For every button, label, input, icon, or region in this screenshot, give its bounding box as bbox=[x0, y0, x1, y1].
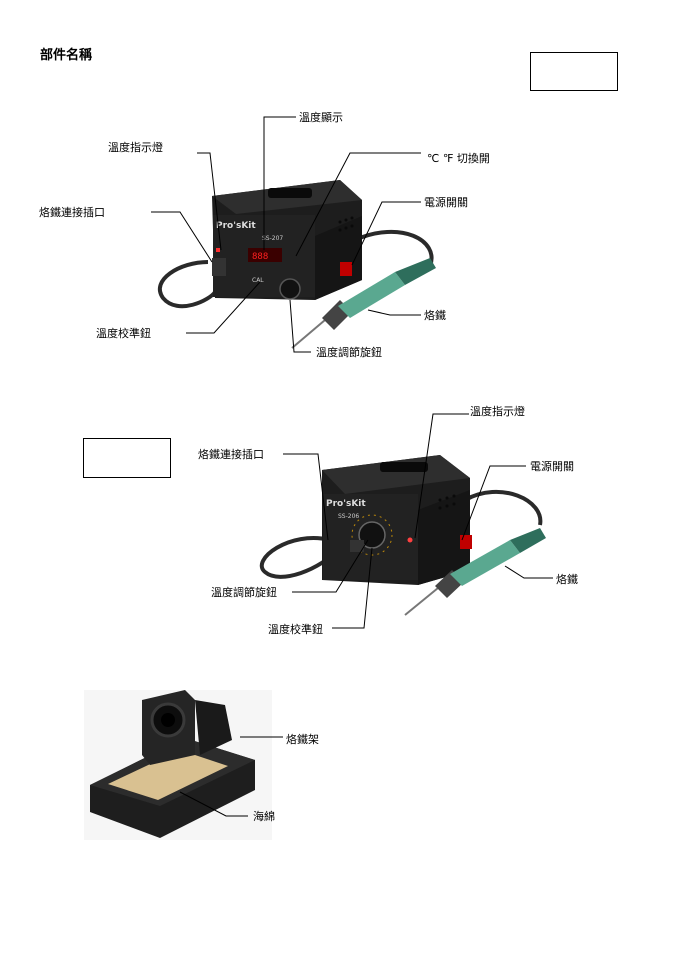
label-temp-adjust-1: 溫度調節旋鈕 bbox=[316, 346, 382, 359]
iron1 bbox=[291, 258, 436, 349]
label-iron-socket-1: 烙鐵連接插口 bbox=[39, 206, 105, 219]
label-temp-adjust-2: 溫度調節旋鈕 bbox=[211, 586, 277, 599]
station2-brand: Pro'sKit bbox=[326, 499, 366, 509]
label-soldering-iron-2: 烙鐵 bbox=[556, 573, 578, 586]
label-power-switch-2: 電源開關 bbox=[530, 460, 574, 473]
iron2 bbox=[404, 528, 546, 616]
station1-cal-label: CAL bbox=[252, 277, 264, 284]
label-cf-switch: ℃ ℉ 切換開 bbox=[427, 152, 490, 165]
label-soldering-iron-1: 烙鐵 bbox=[424, 309, 446, 322]
page-heading: 部件名稱 bbox=[40, 48, 93, 63]
station1-power-switch[interactable] bbox=[340, 262, 352, 276]
label-temp-display: 溫度顯示 bbox=[299, 111, 343, 124]
sponge bbox=[108, 750, 228, 800]
svg-text:888: 888 bbox=[252, 252, 268, 262]
station2-model: SS-206 bbox=[338, 513, 359, 520]
station1-model: SS-207 bbox=[262, 235, 283, 242]
label-iron-stand: 烙鐵架 bbox=[286, 733, 319, 746]
label-calibration-2: 溫度校準鈕 bbox=[268, 623, 323, 636]
station1-temp-knob[interactable] bbox=[279, 278, 301, 300]
label-temp-indicator-1: 溫度指示燈 bbox=[108, 141, 163, 154]
label-iron-socket-2: 烙鐵連接插口 bbox=[198, 448, 264, 461]
iron-stand-unit bbox=[90, 690, 255, 838]
label-temp-indicator-2: 溫度指示燈 bbox=[470, 405, 525, 418]
figure1-model-box bbox=[530, 52, 618, 91]
station1-brand: Pro'sKit bbox=[216, 221, 256, 231]
figure2-model-box bbox=[83, 438, 171, 478]
label-power-switch-1: 電源開關 bbox=[424, 196, 468, 209]
label-sponge: 海綿 bbox=[253, 810, 275, 823]
label-calibration-1: 溫度校準鈕 bbox=[96, 327, 151, 340]
